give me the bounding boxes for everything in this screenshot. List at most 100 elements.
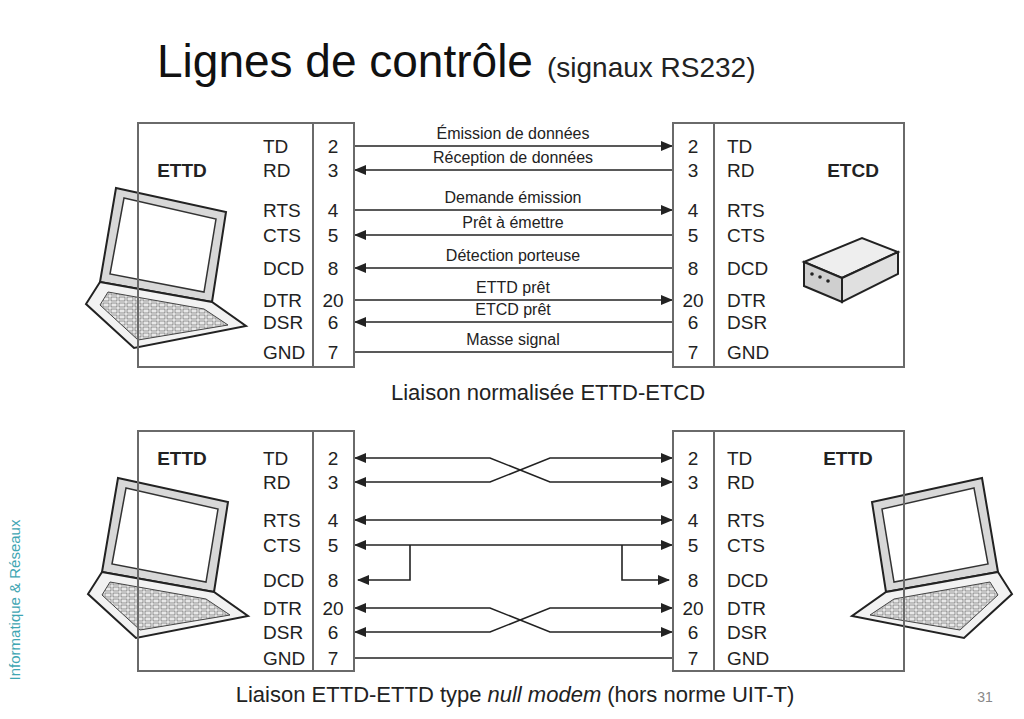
signal-description: ETTD prêt [473, 280, 553, 296]
signal-name: DTR [263, 599, 302, 618]
signal-wire [355, 234, 672, 236]
signal-name: TD [727, 449, 752, 468]
pin-number: 2 [688, 137, 699, 156]
side-note: Informatique & Réseaux [7, 520, 22, 681]
pin-number: 5 [688, 226, 699, 245]
pin-number: 8 [688, 571, 699, 590]
signal-name: RTS [263, 511, 301, 530]
signal-name: RD [727, 473, 754, 492]
pin-number: 7 [328, 343, 339, 362]
laptop-icon [88, 478, 248, 638]
pin-column: 234582067 [312, 430, 355, 672]
pin-number: 2 [328, 137, 339, 156]
laptop-icon [852, 478, 1012, 638]
signal-name: TD [727, 137, 752, 156]
signal-name: DSR [727, 313, 767, 332]
signal-name: RD [263, 161, 290, 180]
signal-description: Réception de données [430, 150, 596, 166]
pin-number: 7 [328, 649, 339, 668]
pin-number: 5 [328, 226, 339, 245]
pin-number: 20 [682, 599, 703, 618]
signal-name: TD [263, 137, 288, 156]
device-box: 234582067ETCD [672, 122, 905, 368]
pin-number: 20 [322, 291, 343, 310]
signal-name: CTS [263, 536, 301, 555]
device-box: 234582067ETTD [137, 122, 355, 368]
pin-number: 4 [328, 511, 339, 530]
signal-name: DTR [263, 291, 302, 310]
signal-name: DSR [263, 623, 303, 642]
signal-wire [355, 267, 672, 269]
signal-name: CTS [727, 226, 765, 245]
pin-number: 6 [328, 623, 339, 642]
signal-wire [355, 519, 672, 521]
signal-name: DTR [727, 599, 766, 618]
pin-number: 3 [328, 473, 339, 492]
pin-number: 8 [688, 259, 699, 278]
pin-number: 3 [688, 473, 699, 492]
pin-number: 7 [688, 343, 699, 362]
signal-name: GND [727, 343, 769, 362]
device-name: ETTD [157, 449, 207, 468]
laptop-icon [86, 188, 246, 348]
signal-wire [355, 299, 672, 301]
signal-wire [355, 209, 672, 211]
signal-description: Détection porteuse [443, 248, 583, 264]
signal-name: RD [727, 161, 754, 180]
pin-number: 5 [328, 536, 339, 555]
device-name: ETCD [827, 161, 879, 180]
pin-number: 4 [688, 511, 699, 530]
signal-wire [355, 608, 672, 632]
page-number: 31 [977, 690, 993, 704]
pin-number: 4 [688, 201, 699, 220]
signal-name: RTS [727, 511, 765, 530]
signal-name: GND [263, 649, 305, 668]
pin-number: 7 [688, 649, 699, 668]
loopback-wire [358, 545, 669, 580]
signal-name: RTS [727, 201, 765, 220]
signal-name: CTS [263, 226, 301, 245]
pin-column: 234582067 [672, 122, 715, 368]
section-caption: Liaison normalisée ETTD-ETCD [391, 382, 705, 404]
signal-wire [355, 169, 672, 171]
signal-name: DCD [263, 571, 304, 590]
signal-name: DCD [727, 259, 768, 278]
signal-wire [355, 145, 672, 147]
signal-name: RTS [263, 201, 301, 220]
pin-number: 4 [328, 201, 339, 220]
signal-name: GND [263, 343, 305, 362]
section-caption: null modem [487, 684, 601, 706]
signal-wire [355, 321, 672, 323]
pin-column: 2 3 4 5 8 20 6 7 [672, 430, 715, 672]
section-caption: (hors norme UIT-T) [607, 684, 794, 706]
signal-wire [355, 657, 672, 659]
pin-number: 6 [328, 313, 339, 332]
signal-description: Prêt à émettre [459, 215, 566, 231]
device-box: 234582067ETTD [672, 430, 905, 672]
signal-wire [355, 458, 672, 482]
signal-name: CTS [727, 536, 765, 555]
device-name: ETTD [157, 161, 207, 180]
signal-name: DSR [263, 313, 303, 332]
signal-wire [355, 458, 672, 482]
pin-number: 20 [322, 599, 343, 618]
loopback-wire [622, 545, 669, 580]
signal-name: TD [263, 449, 288, 468]
pin-number: 20 [682, 291, 703, 310]
signal-description: ETCD prêt [472, 302, 554, 318]
pin-number: 5 [688, 536, 699, 555]
signal-name: DCD [727, 571, 768, 590]
signal-name: DCD [263, 259, 304, 278]
device-box: 234582067ETTD [137, 430, 355, 672]
pin-number: 3 [328, 161, 339, 180]
pin-number: 2 [688, 449, 699, 468]
slide-title: Lignes de contrôle [157, 38, 533, 84]
slide-subtitle: (signaux RS232) [547, 54, 756, 82]
signal-description: Demande émission [442, 190, 585, 206]
signal-wire [355, 608, 672, 632]
modem-icon [804, 238, 898, 302]
pin-number: 6 [688, 623, 699, 642]
